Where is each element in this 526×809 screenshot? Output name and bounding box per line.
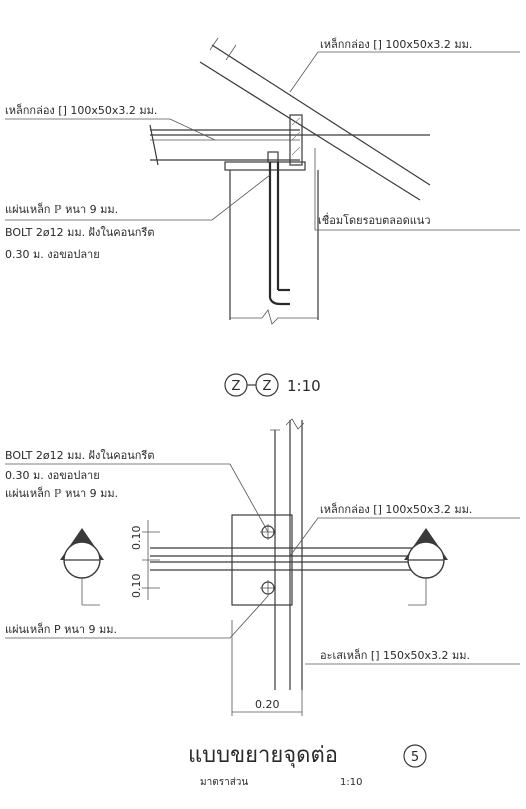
section-z-z-drawing [5,37,520,325]
cut-marker-right-label: Z [422,543,430,557]
label-plate-thickness: แผ่นเหล็ก ℙ หนา 9 มม. [5,202,118,216]
concrete-column [229,170,319,325]
label-bolt-embed-plan: BOLT 2ø12 มม. ฝังในคอนกรีต [5,449,154,462]
label-bolt-embed: BOLT 2ø12 มม. ฝังในคอนกรีต [5,226,154,239]
scale-value: 1:10 [340,777,362,788]
scale-label: มาตราส่วน [200,777,248,788]
dim-upper: 0.10 [130,526,143,551]
horizontal-box-member [150,547,430,571]
label-box-plan: เหล็กกล่อง [] 100x50x3.2 มม. [320,502,472,516]
dim-width: 0.20 [255,698,280,711]
leader-lines-plan [5,463,520,665]
plan-detail-drawing [5,418,520,716]
sloped-rafter [199,37,431,201]
section-scale: 1:10 [287,377,321,395]
title-block: แบบขยายจุดต่อ 5 มาตราส่วน 1:10 [188,743,427,788]
dimension-lines [142,520,303,716]
label-purlin: อะเสเหล็ก [] 150x50x3.2 มม. [320,648,470,662]
section-marker-z-a: Z [232,379,241,394]
label-plate-plan: แผ่นเหล็ก ℙ หนา 9 มม. [5,486,118,500]
cut-marker-right [404,528,448,606]
label-plate-bottom-plan: แผ่นเหล็ก P หนา 9 มม. [5,622,117,636]
cut-marker-left-label: Z [78,543,86,557]
label-bolt-hook-plan: 0.30 ม. งอขอปลาย [5,469,100,482]
vertical-purlin [270,418,305,690]
steel-plate-vertical [289,114,303,166]
drawing-number: 5 [411,750,419,765]
label-top-box-section: เหล็กกล่อง [] 100x50x3.2 มม. [320,37,472,51]
steel-plate-plan [231,514,293,606]
cut-marker-left [60,528,104,606]
leader-lines-section [5,51,520,231]
label-left-box-section: เหล็กกล่อง [] 100x50x3.2 มม. [5,103,157,117]
base-plate [224,161,306,171]
section-marker-z-b: Z [263,379,272,394]
section-z-z-marker: Z Z 1:10 [224,373,321,397]
label-bolt-hook: 0.30 ม. งอขอปลาย [5,248,100,261]
label-weld: เชื่อมโดยรอบตลอดแนว [318,212,431,227]
anchor-bolt [267,151,290,306]
dim-lower: 0.10 [130,574,143,599]
bolt-bottom [260,580,276,596]
drawing-title: แบบขยายจุดต่อ [188,743,338,768]
